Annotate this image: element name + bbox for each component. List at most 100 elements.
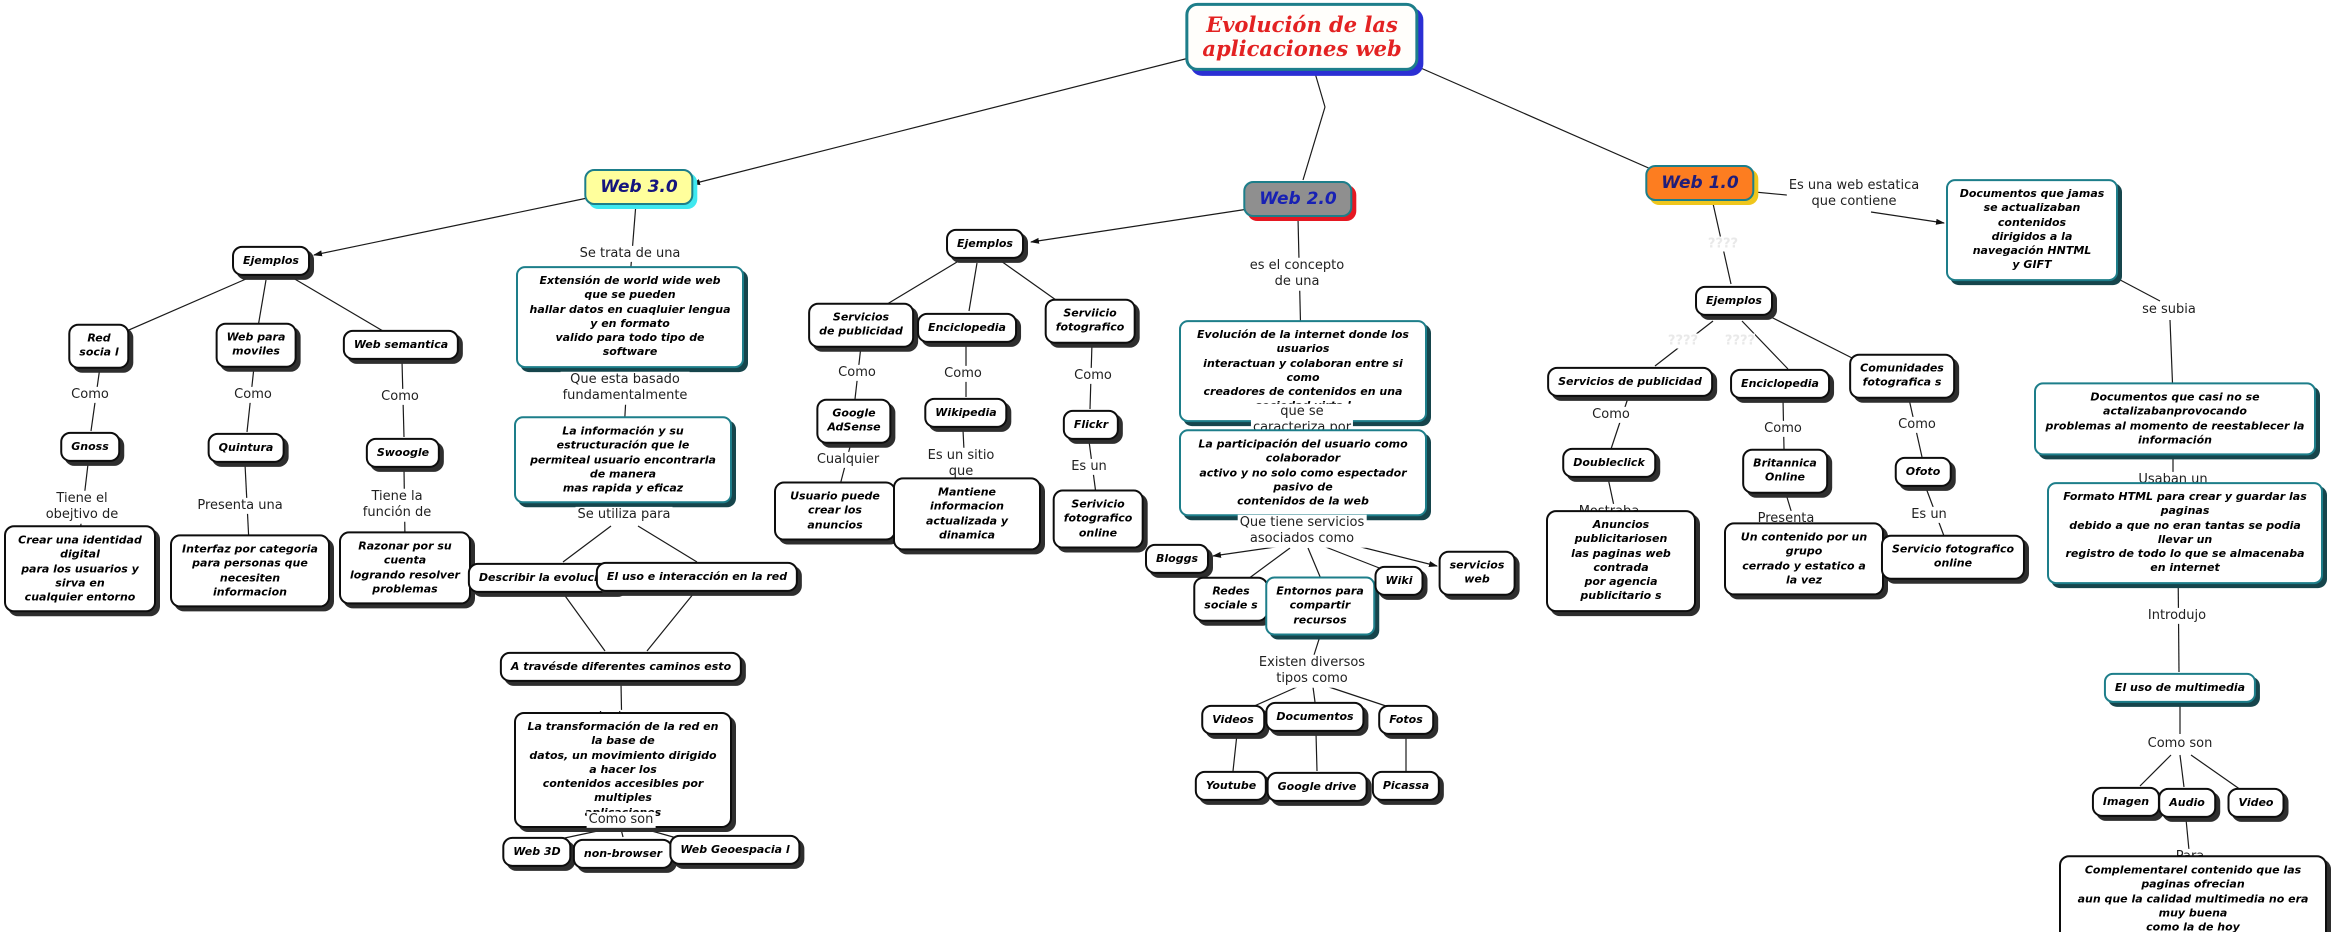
connector-line — [257, 279, 267, 328]
se-trata-label: Se trata de una — [577, 245, 683, 263]
connector-line — [1766, 314, 1863, 364]
connector-line — [2139, 754, 2172, 787]
web20-node[interactable]: Web 2.0 — [1243, 181, 1353, 217]
razonar-cuenta-node[interactable]: Razonar por su cuenta logrando resolver … — [339, 531, 471, 605]
como-label-5: Como — [942, 365, 984, 383]
britannica-node[interactable]: Britannica Online — [1742, 448, 1828, 494]
anuncios-publicitarios-node[interactable]: Anuncios publicitariosen las paginas web… — [1546, 510, 1696, 612]
swoogle-node[interactable]: Swoogle — [365, 437, 441, 469]
servicios-publicidad20-node[interactable]: Servicios de publicidad — [808, 302, 914, 348]
root-node[interactable]: Evolución de las aplicaciones web — [1185, 2, 1419, 72]
non-browser-node[interactable]: non-browser — [572, 838, 674, 870]
web-geoespacial-node[interactable]: Web Geoespacia l — [669, 834, 801, 866]
como-label-2: Como — [232, 386, 274, 404]
bloggs-node[interactable]: Bloggs — [1144, 543, 1210, 575]
video-node[interactable]: Video — [2227, 787, 2285, 819]
connector-line — [1030, 207, 1256, 244]
traves-caminos-node[interactable]: A travésde diferentes caminos esto — [499, 651, 743, 683]
comunidades-node[interactable]: Comunidades fotografica s — [1849, 353, 1955, 399]
interfaz-categoria-node[interactable]: Interfaz por categoria para personas que… — [170, 534, 330, 608]
ejemplos-web20-node[interactable]: Ejemplos — [946, 228, 1024, 260]
fotos-node[interactable]: Fotos — [1378, 704, 1434, 736]
google-adsense-node[interactable]: Google AdSense — [816, 398, 892, 444]
participacion-usuario-node[interactable]: La participación del usuario como colabo… — [1179, 429, 1427, 517]
red-social-node[interactable]: Red socia l — [68, 323, 130, 369]
usuario-anuncios-node[interactable]: Usuario puede crear los anuncios — [774, 481, 896, 541]
extension-www-node[interactable]: Extensión de world wide web que se puede… — [516, 266, 744, 368]
wiki-node[interactable]: Wiki — [1374, 565, 1424, 597]
connector-line — [620, 828, 624, 838]
ejemplos-web30-node[interactable]: Ejemplos — [232, 245, 310, 277]
mantiene-info-node[interactable]: Mantiene informacion actualizada y dinam… — [893, 477, 1041, 551]
connector-line — [1313, 632, 1322, 656]
es-un-sitio-label: Es un sitio que — [925, 447, 997, 481]
web-para-moviles-node[interactable]: Web para moviles — [215, 322, 297, 368]
ejemplos-web10-node[interactable]: Ejemplos — [1695, 285, 1773, 317]
contenido-grupo-node[interactable]: Un contenido por un grupo cerrado y esta… — [1724, 522, 1884, 596]
serivicio-online-node[interactable]: Serivicio fotografico online — [1052, 489, 1144, 549]
wikipedia-node[interactable]: Wikipedia — [924, 397, 1008, 429]
connector-line — [292, 277, 389, 335]
web-semantica-node[interactable]: Web semantica — [342, 329, 460, 361]
connector-line — [1302, 106, 1326, 181]
connector-line — [562, 525, 612, 563]
connector-line — [562, 592, 606, 652]
uso-multimedia-node[interactable]: El uso de multimedia — [2103, 672, 2257, 704]
como-label-9: Como — [1896, 416, 1938, 434]
youtube-node[interactable]: Youtube — [1194, 770, 1268, 802]
question-label-2: ???? — [1667, 333, 1699, 349]
es-un-label-2: Es un — [1909, 506, 1949, 524]
documentos-node[interactable]: Documentos — [1265, 701, 1365, 733]
redes-sociales-node[interactable]: Redes sociale s — [1193, 576, 1269, 622]
servicio-fotografico20-node[interactable]: Serviicio fotografico — [1044, 298, 1136, 344]
introdujo-label: Introdujo — [2145, 607, 2209, 625]
transformacion-red-node[interactable]: La transformación de la red en la base d… — [514, 711, 732, 829]
doubleclick-node[interactable]: Doubleclick — [1562, 447, 1656, 479]
connector-line — [1315, 732, 1318, 772]
uso-interaccion-node[interactable]: El uso e interacción en la red — [595, 561, 799, 593]
complementar-node[interactable]: Complementarel contenido que las paginas… — [2059, 855, 2327, 932]
enciclopedia10-node[interactable]: Enciclopedia — [1730, 368, 1830, 400]
flickr-node[interactable]: Flickr — [1062, 409, 1120, 441]
connector-line — [1312, 686, 1316, 703]
imagen-node[interactable]: Imagen — [2091, 786, 2161, 818]
que-basado-label: Que esta basado fundamentalmente — [560, 371, 690, 405]
question-label-3: ???? — [1724, 333, 1756, 349]
es-un-label-1: Es un — [1069, 458, 1109, 476]
doc-jamas-node[interactable]: Documentos que jamas se actualizaban con… — [1946, 179, 2118, 281]
entornos-node[interactable]: Entornos para compartir recursos — [1265, 576, 1375, 636]
informacion-estructuracion-node[interactable]: La información y su estructuración que l… — [514, 416, 732, 504]
servicio-fot-online-node[interactable]: Servicio fotografico online — [1880, 534, 2026, 580]
google-drive-node[interactable]: Google drive — [1266, 771, 1368, 803]
servicios-web-node[interactable]: servicios web — [1438, 550, 1516, 596]
gnoss-node[interactable]: Gnoss — [60, 431, 120, 463]
web30-node[interactable]: Web 3.0 — [584, 169, 694, 205]
tiene-funcion-label: Tiene la función de — [360, 488, 434, 522]
connector-line — [1307, 547, 1322, 580]
enciclopedia20-node[interactable]: Enciclopedia — [917, 312, 1017, 344]
question-label-1: ???? — [1707, 236, 1739, 252]
picassa-node[interactable]: Picassa — [1371, 770, 1441, 802]
doc-casi-node[interactable]: Documentos que casi no se actalizabanpro… — [2034, 382, 2316, 456]
connector-line — [1314, 72, 1326, 108]
formato-html-node[interactable]: Formato HTML para crear y guardar las pa… — [2047, 482, 2323, 584]
servicios-publicidad10-node[interactable]: Servicios de publicidad — [1547, 366, 1713, 398]
connector-line — [1406, 61, 1661, 174]
se-utiliza-label: Se utiliza para — [575, 506, 673, 524]
web10-node[interactable]: Web 1.0 — [1645, 165, 1755, 201]
connector-line — [1610, 397, 1629, 450]
connector-line — [313, 195, 598, 257]
ofoto-node[interactable]: Ofoto — [1894, 456, 1952, 488]
es-concepto-label: es el concepto de una — [1247, 257, 1347, 291]
se-subia-label: se subia — [2140, 301, 2198, 319]
quintura-node[interactable]: Quintura — [207, 432, 285, 464]
connector-line — [968, 262, 978, 312]
videos-node[interactable]: Videos — [1201, 704, 1265, 736]
crear-identidad-node[interactable]: Crear una identidad digital para los usu… — [4, 525, 156, 613]
audio-node[interactable]: Audio — [2158, 787, 2216, 819]
connector-line — [637, 525, 698, 563]
presenta-una-label: Presenta una — [195, 497, 285, 515]
web-3d-node[interactable]: Web 3D — [502, 836, 572, 868]
connector-line — [559, 828, 608, 840]
